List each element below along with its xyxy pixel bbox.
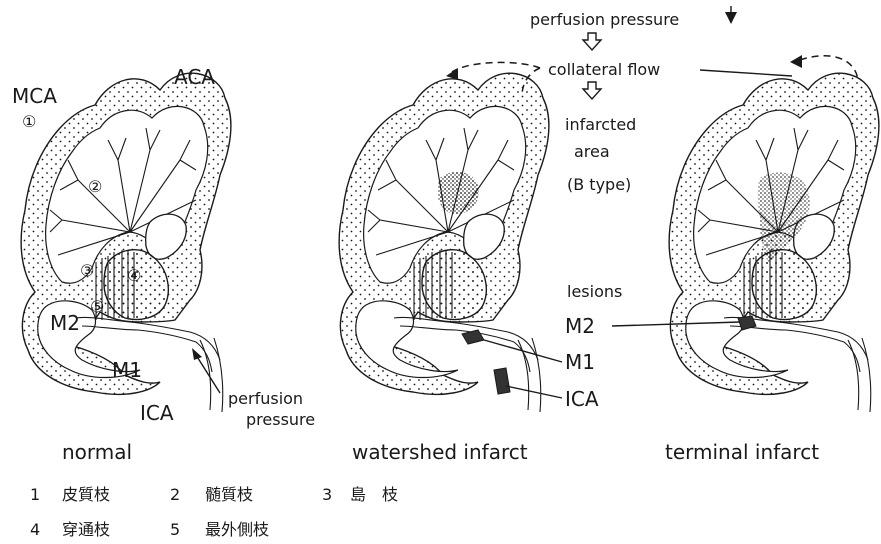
hollow-arrow-1 bbox=[583, 33, 601, 50]
marker-4: ④ bbox=[127, 266, 141, 285]
infarcted-label: infarcted bbox=[565, 115, 636, 134]
lesion-ica bbox=[494, 368, 510, 394]
lesion-m1 bbox=[462, 330, 484, 344]
legend-num-2: 2 bbox=[170, 485, 180, 504]
perfusion-label-1: perfusion bbox=[228, 389, 303, 408]
mca-label: MCA bbox=[12, 84, 57, 108]
btype-label: (B type) bbox=[567, 175, 631, 194]
caption-watershed: watershed infarct bbox=[352, 440, 528, 464]
top-perfusion-label: perfusion pressure bbox=[530, 10, 679, 29]
legend-num-3: 3 bbox=[322, 485, 332, 504]
legend-text-4: 穿通枝 bbox=[62, 520, 110, 539]
legend-text-3: 島 枝 bbox=[350, 485, 398, 504]
collateral-dashed-left bbox=[452, 62, 540, 72]
legend-text-2: 髄質枝 bbox=[205, 485, 253, 504]
legend-num-1: 1 bbox=[30, 485, 40, 504]
legend-text-1: 皮質枝 bbox=[62, 485, 110, 504]
lesions-label: lesions bbox=[567, 282, 622, 301]
marker-2: ② bbox=[88, 177, 102, 196]
m1-leader bbox=[484, 340, 562, 362]
marker-3: ③ bbox=[80, 261, 94, 280]
caption-normal: normal bbox=[62, 440, 132, 464]
brain-normal: MCA ① ② ③ ④ ⑤ ACA M2 M1 ICA perfusion pr… bbox=[12, 65, 315, 464]
legend: 1 皮質枝 2 髄質枝 3 島 枝 4 穿通枝 5 最外側枝 bbox=[30, 485, 398, 539]
collateral-solid-right bbox=[700, 70, 792, 76]
brain-terminal: terminal infarct bbox=[612, 73, 879, 464]
caption-terminal: terminal infarct bbox=[665, 440, 819, 464]
collateral-label: collateral flow bbox=[548, 60, 660, 79]
lesion-m1-label: M1 bbox=[565, 350, 595, 374]
marker-5: ⑤ bbox=[90, 297, 104, 316]
ica-leader bbox=[506, 386, 562, 398]
legend-num-5: 5 bbox=[170, 520, 180, 539]
marker-1: ① bbox=[22, 112, 36, 131]
brain-watershed: watershed infarct bbox=[339, 73, 562, 464]
perfusion-arrow bbox=[196, 355, 220, 393]
perfusion-arrow-head bbox=[192, 348, 202, 360]
m1-label: M1 bbox=[112, 358, 142, 382]
hollow-arrow-2 bbox=[583, 82, 601, 99]
lesion-m2-label: M2 bbox=[565, 314, 595, 338]
legend-num-4: 4 bbox=[30, 520, 40, 539]
m2-label: M2 bbox=[50, 311, 80, 335]
area-label: area bbox=[574, 142, 610, 161]
legend-text-5: 最外側枝 bbox=[205, 520, 269, 539]
ica-label: ICA bbox=[140, 401, 174, 425]
lesion-ica-label: ICA bbox=[565, 387, 599, 411]
collateral-right-head bbox=[790, 55, 802, 68]
perfusion-label-2: pressure bbox=[246, 410, 315, 429]
aca-label: ACA bbox=[174, 65, 215, 89]
